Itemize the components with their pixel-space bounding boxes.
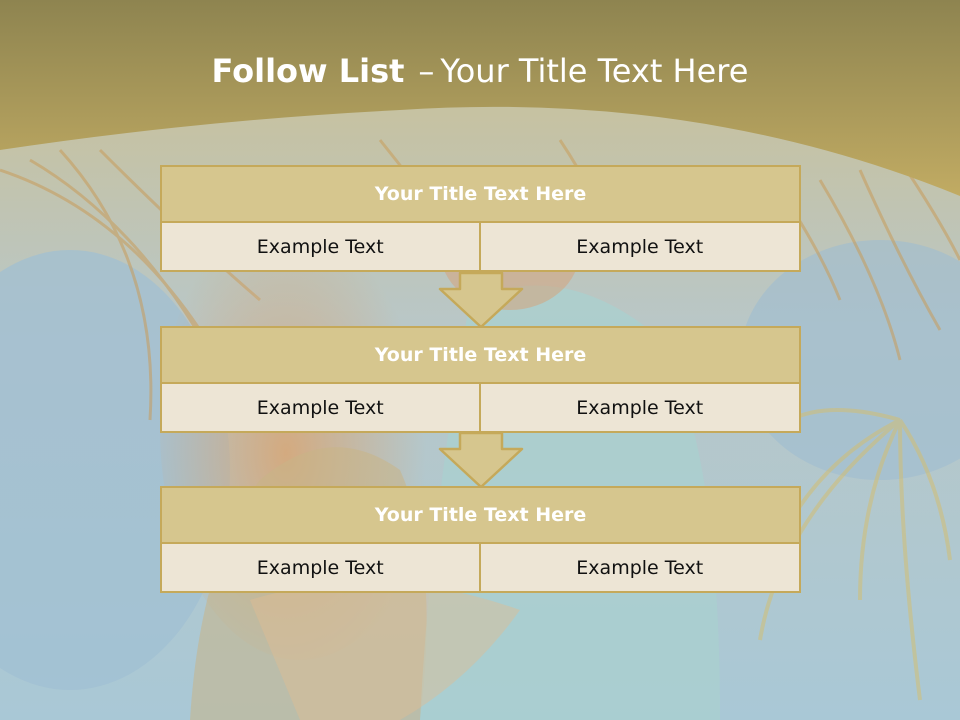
slide-title: Follow List–Your Title Text Here (0, 52, 960, 90)
block-row: Example Text Example Text (160, 223, 801, 272)
title-separator: – (418, 52, 435, 90)
block-title: Your Title Text Here (160, 486, 801, 544)
list-block-2: Your Title Text Here Example Text Exampl… (160, 326, 801, 433)
block-title: Your Title Text Here (160, 165, 801, 223)
list-block-1: Your Title Text Here Example Text Exampl… (160, 165, 801, 272)
block-cell-right: Example Text (480, 384, 801, 433)
title-rest-part: Your Title Text Here (440, 52, 749, 90)
title-bold-part: Follow List (211, 52, 405, 90)
block-row: Example Text Example Text (160, 384, 801, 433)
block-cell-left: Example Text (160, 544, 481, 593)
list-block-3: Your Title Text Here Example Text Exampl… (160, 486, 801, 593)
block-cell-left: Example Text (160, 223, 481, 272)
down-arrow-icon (438, 271, 524, 329)
block-cell-right: Example Text (480, 223, 801, 272)
block-cell-right: Example Text (480, 544, 801, 593)
block-row: Example Text Example Text (160, 544, 801, 593)
down-arrow-icon (438, 431, 524, 489)
block-title: Your Title Text Here (160, 326, 801, 384)
block-cell-left: Example Text (160, 384, 481, 433)
